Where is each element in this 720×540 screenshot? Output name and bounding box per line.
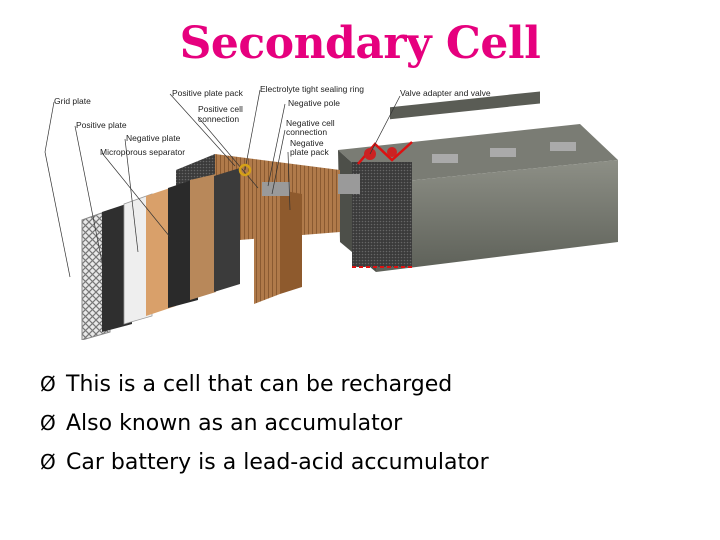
battery-cutaway-diagram: Grid plate Positive plate pack Electroly…: [40, 82, 680, 340]
bullet-item: Ø This is a cell that can be recharged: [40, 365, 489, 404]
separated-plates: [82, 168, 240, 340]
label-grid-plate: Grid plate: [54, 96, 91, 106]
battery-case: [338, 91, 618, 272]
label-positive-cell-connection-1: Positive cell: [198, 104, 243, 114]
label-negative-pole: Negative pole: [288, 98, 340, 108]
bullet-item: Ø Also known as an accumulator: [40, 404, 489, 443]
label-positive-plate-pack: Positive plate pack: [172, 88, 244, 98]
label-positive-cell-connection-2: connection: [198, 114, 239, 124]
label-valve: Valve adapter and valve: [400, 88, 491, 98]
label-microporous-separator: Microporous separator: [100, 147, 185, 157]
bullet-item: Ø Car battery is a lead-acid accumulator: [40, 443, 489, 482]
label-negative-cell-connection-2: connection: [286, 127, 327, 137]
bullet-text: This is a cell that can be recharged: [66, 365, 452, 404]
label-negative-plate: Negative plate: [126, 133, 181, 143]
label-positive-plate: Positive plate: [76, 120, 127, 130]
label-negative-plate-pack-2: plate pack: [290, 147, 329, 157]
bullet-list: Ø This is a cell that can be recharged Ø…: [40, 365, 489, 482]
slide-title: Secondary Cell: [0, 18, 720, 69]
arrow-bullet-icon: Ø: [40, 443, 66, 482]
bullet-text: Car battery is a lead-acid accumulator: [66, 443, 489, 482]
label-electrolyte-ring: Electrolyte tight sealing ring: [260, 84, 364, 94]
arrow-bullet-icon: Ø: [40, 365, 66, 404]
bullet-text: Also known as an accumulator: [66, 404, 402, 443]
arrow-bullet-icon: Ø: [40, 404, 66, 443]
